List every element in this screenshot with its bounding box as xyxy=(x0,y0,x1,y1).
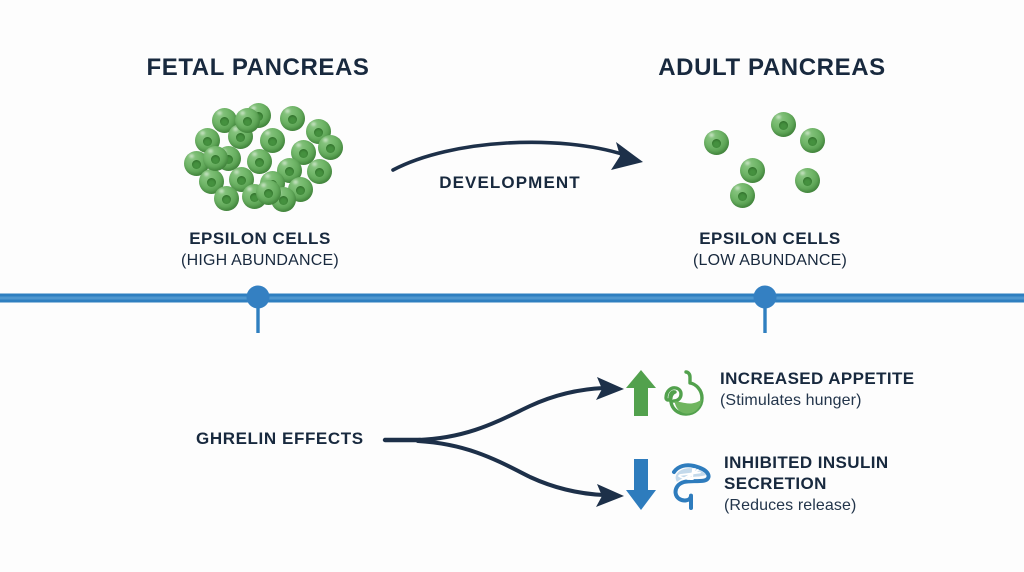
epsilon-cell xyxy=(306,158,332,184)
stomach-icon xyxy=(664,370,704,416)
epsilon-cell xyxy=(234,107,260,133)
effect-row-increased-appetite: INCREASED APPETITE (Stimulates hunger) xyxy=(624,368,915,418)
fetal-caption-secondary: (HIGH ABUNDANCE) xyxy=(181,252,339,269)
timeline-marker-fetal[interactable] xyxy=(246,285,270,334)
arrow-down-icon xyxy=(626,459,656,510)
epsilon-cell xyxy=(255,179,281,205)
epsilon-cell xyxy=(739,157,765,183)
pancreas-icon xyxy=(672,463,711,510)
epsilon-cell xyxy=(794,167,820,193)
arrow-up-icon xyxy=(626,370,656,416)
ghrelin-effects-label: GHRELIN EFFECTS xyxy=(196,429,364,448)
epsilon-cell xyxy=(259,127,285,153)
epsilon-cell xyxy=(202,145,228,171)
epsilon-cell xyxy=(246,148,272,174)
epsilon-cell xyxy=(213,185,239,211)
adult-caption-primary: EPSILON CELLS xyxy=(699,229,841,248)
epsilon-cell xyxy=(279,105,305,131)
development-arrow xyxy=(391,140,643,172)
effect-subtitle-insulin: (Reduces release) xyxy=(724,497,857,514)
ghrelin-branch-arrows xyxy=(382,377,624,507)
epsilon-cell xyxy=(799,127,825,153)
effect-text-appetite: INCREASED APPETITE (Stimulates hunger) xyxy=(720,368,915,412)
fetal-caption-primary: EPSILON CELLS xyxy=(189,229,331,248)
effect-text-insulin: INHIBITED INSULIN SECRETION (Reduces rel… xyxy=(724,452,889,517)
effect-title-insulin: INHIBITED INSULIN SECRETION xyxy=(724,453,889,493)
effect-icons-insulin xyxy=(624,456,712,512)
epsilon-cell xyxy=(729,182,755,208)
fetal-panel-title: FETAL PANCREAS xyxy=(146,54,370,81)
timeline xyxy=(0,285,1024,334)
adult-caption-secondary: (LOW ABUNDANCE) xyxy=(692,252,848,269)
effect-icons-appetite xyxy=(624,368,708,418)
adult-panel-title: ADULT PANCREAS xyxy=(658,54,886,81)
timeline-marker-adult[interactable] xyxy=(753,285,777,334)
epsilon-cell xyxy=(703,129,729,155)
fetal-cell-caption: EPSILON CELLS (HIGH ABUNDANCE) xyxy=(181,228,339,271)
epsilon-cell xyxy=(770,111,796,137)
effect-row-inhibited-insulin: INHIBITED INSULIN SECRETION (Reduces rel… xyxy=(624,452,889,517)
effect-title-appetite: INCREASED APPETITE xyxy=(720,369,915,388)
epsilon-cell xyxy=(317,134,343,160)
adult-cell-caption: EPSILON CELLS (LOW ABUNDANCE) xyxy=(693,228,847,271)
development-arrow-label: DEVELOPMENT xyxy=(439,173,581,192)
effect-subtitle-appetite: (Stimulates hunger) xyxy=(720,392,862,409)
